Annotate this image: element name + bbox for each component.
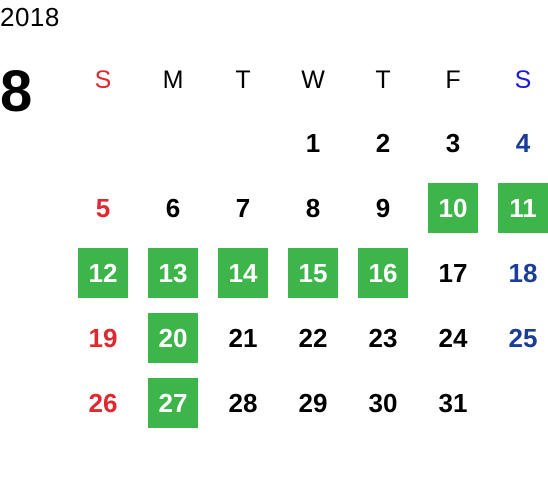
day-cell-5[interactable]: 5 <box>95 193 111 223</box>
weekday-wednesday: W <box>301 66 325 94</box>
day-cell-17[interactable]: 17 <box>438 258 468 288</box>
day-cell-10[interactable]: 10 <box>428 183 478 233</box>
weekday-thursday: T <box>375 66 391 94</box>
day-cell-2[interactable]: 2 <box>375 128 391 158</box>
day-cell-4[interactable]: 4 <box>515 128 531 158</box>
day-cell-22[interactable]: 22 <box>298 323 328 353</box>
day-cell-8[interactable]: 8 <box>305 193 321 223</box>
day-cell-18[interactable]: 18 <box>508 258 538 288</box>
day-cell-7[interactable]: 7 <box>235 193 251 223</box>
day-cell-29[interactable]: 29 <box>298 388 328 418</box>
day-cell-20[interactable]: 20 <box>148 313 198 363</box>
day-cell-26[interactable]: 26 <box>88 388 118 418</box>
day-cell-16[interactable]: 16 <box>358 248 408 298</box>
day-cell-1[interactable]: 1 <box>305 128 321 158</box>
day-cell-11[interactable]: 11 <box>498 183 548 233</box>
day-cell-21[interactable]: 21 <box>228 323 258 353</box>
day-cell-28[interactable]: 28 <box>228 388 258 418</box>
day-cell-23[interactable]: 23 <box>368 323 398 353</box>
day-cell-15[interactable]: 15 <box>288 248 338 298</box>
day-cell-9[interactable]: 9 <box>375 193 391 223</box>
day-cell-27[interactable]: 27 <box>148 378 198 428</box>
day-cell-14[interactable]: 14 <box>218 248 268 298</box>
day-cell-6[interactable]: 6 <box>165 193 181 223</box>
day-cell-25[interactable]: 25 <box>508 323 538 353</box>
day-cell-31[interactable]: 31 <box>438 388 468 418</box>
calendar-year: 2018 <box>0 2 60 32</box>
day-cell-12[interactable]: 12 <box>78 248 128 298</box>
weekday-monday: M <box>162 66 184 94</box>
day-cell-19[interactable]: 19 <box>88 323 118 353</box>
day-cell-30[interactable]: 30 <box>368 388 398 418</box>
weekday-saturday: S <box>514 66 532 94</box>
calendar-month: 8 <box>0 59 33 124</box>
weekday-tuesday: T <box>235 66 251 94</box>
day-cell-24[interactable]: 24 <box>438 323 468 353</box>
weekday-sunday: S <box>94 66 112 94</box>
day-cell-13[interactable]: 13 <box>148 248 198 298</box>
weekday-friday: F <box>445 66 461 94</box>
day-cell-3[interactable]: 3 <box>445 128 461 158</box>
